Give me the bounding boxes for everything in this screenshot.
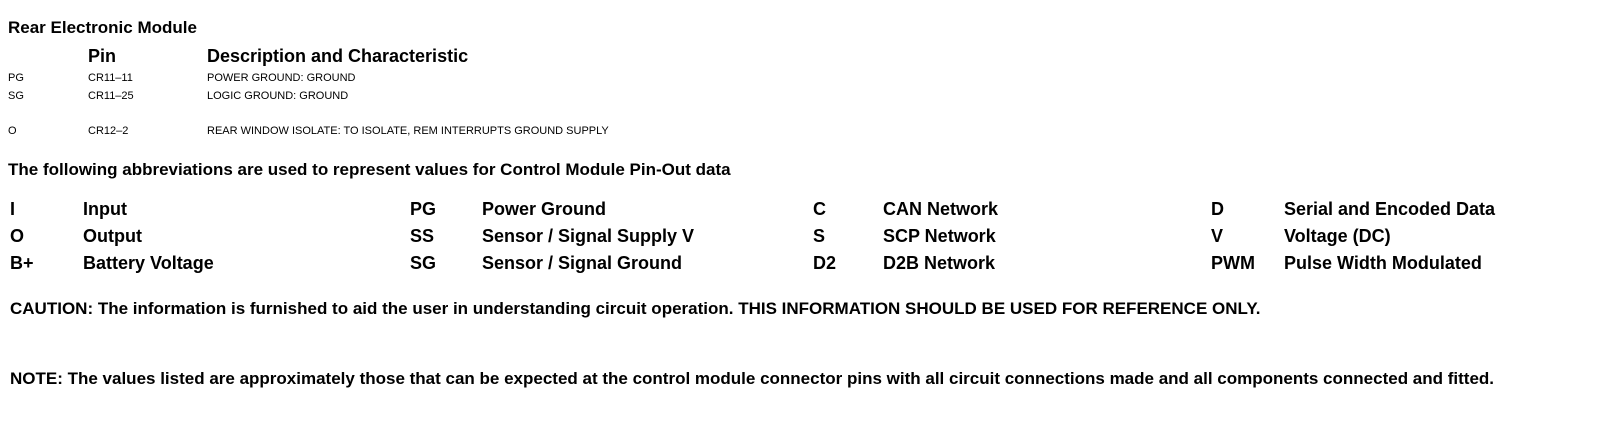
abbreviation-meaning: Output: [83, 226, 142, 246]
abbreviation-meaning: Pulse Width Modulated: [1284, 253, 1482, 273]
pin-id: CR12–2: [88, 125, 129, 137]
pin-description: LOGIC GROUND: GROUND: [207, 90, 349, 102]
abbreviation-meaning: CAN Network: [883, 199, 999, 219]
pin-description: POWER GROUND: GROUND: [207, 72, 356, 84]
abbreviation-code: SS: [410, 226, 435, 246]
abbreviation-code: C: [813, 199, 826, 219]
abbreviation-meaning: Input: [83, 199, 127, 219]
abbreviation-meaning: SCP Network: [883, 226, 996, 246]
abbreviation-code: V: [1211, 226, 1224, 246]
abbreviation-code: O: [10, 226, 25, 246]
pin-id: CR11–25: [88, 90, 134, 102]
abbreviation-code: B+: [10, 253, 34, 273]
abbreviation-meaning: Battery Voltage: [83, 253, 214, 273]
abbreviation-code: S: [813, 226, 826, 246]
abbreviation-code: SG: [410, 253, 437, 273]
abbreviation-code: PWM: [1211, 253, 1255, 273]
pin-column-header: Pin: [88, 46, 117, 66]
pin-type: SG: [8, 90, 24, 102]
abbreviation-meaning: Sensor / Signal Ground: [482, 253, 683, 273]
abbreviation-code: PG: [410, 199, 437, 219]
abbreviation-meaning: Power Ground: [482, 199, 607, 219]
abbreviation-meaning: Serial and Encoded Data: [1284, 199, 1496, 219]
caution-notice: CAUTION: The information is furnished to…: [10, 299, 1261, 318]
abbreviation-meaning: D2B Network: [883, 253, 996, 273]
abbreviation-meaning: Sensor / Signal Supply V: [482, 226, 695, 246]
pin-description: REAR WINDOW ISOLATE: TO ISOLATE, REM INT…: [207, 125, 609, 137]
pin-type: PG: [8, 72, 24, 84]
pin-type: O: [8, 125, 17, 137]
abbreviations-intro: The following abbreviations are used to …: [8, 160, 731, 179]
pin-id: CR11–11: [88, 72, 133, 84]
description-column-header: Description and Characteristic: [207, 46, 469, 66]
abbreviation-code: D: [1211, 199, 1224, 219]
module-title: Rear Electronic Module: [8, 18, 197, 37]
note-paragraph: NOTE: The values listed are approximatel…: [10, 369, 1495, 388]
abbreviation-code: D2: [813, 253, 837, 273]
abbreviation-code: I: [10, 199, 16, 219]
abbreviation-meaning: Voltage (DC): [1284, 226, 1391, 246]
